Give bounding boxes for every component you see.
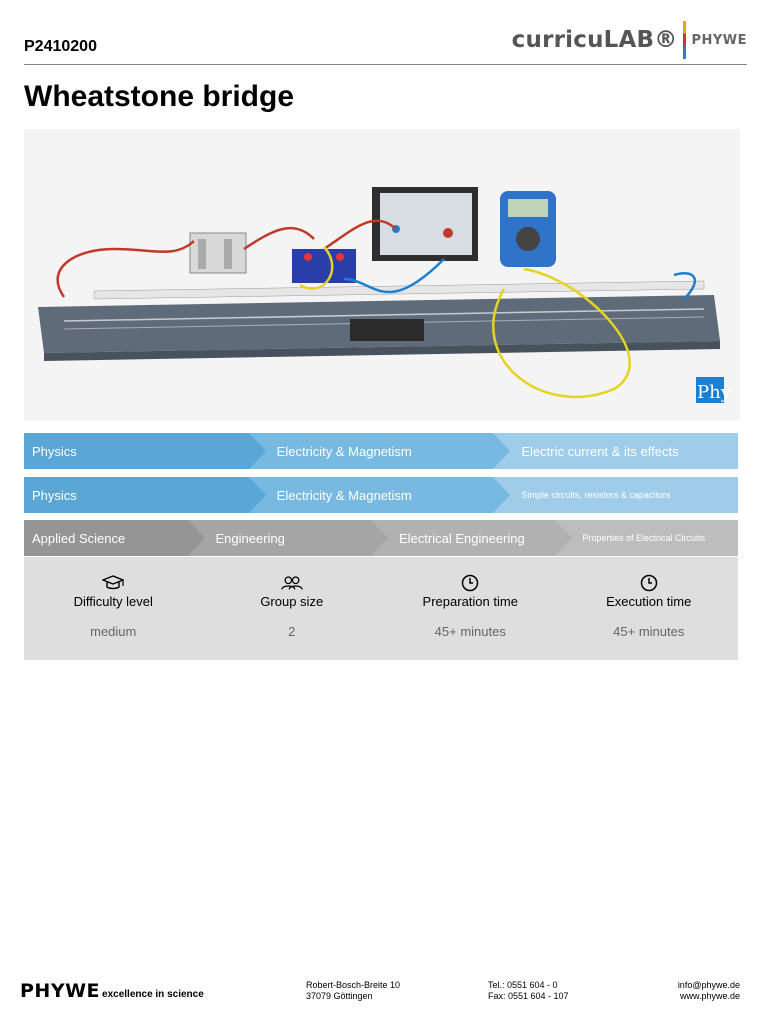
page-title: Wheatstone bridge bbox=[24, 80, 295, 113]
breadcrumb-item[interactable]: Electric current & its effects bbox=[493, 433, 739, 469]
info-label: Difficulty level bbox=[73, 594, 153, 609]
phywe-logo-mark: PHYWE bbox=[20, 980, 101, 1002]
phone-number: Tel.: 0551 604 - 0 bbox=[488, 980, 558, 990]
curriculab-wordmark: curricuLAB® bbox=[511, 27, 678, 53]
breadcrumb-item[interactable]: Engineering bbox=[187, 520, 388, 556]
experiment-setup-illustration: Phy bbox=[38, 187, 732, 403]
breadcrumb-item[interactable]: Properties of Electrical Circuits bbox=[554, 520, 738, 556]
info-preparation-time: Preparation time 45+ minutes bbox=[381, 557, 560, 660]
email-link[interactable]: info@phywe.de bbox=[677, 980, 740, 990]
phywe-wordmark: PHYWE bbox=[691, 32, 747, 48]
category-breadcrumb-2: Physics Electricity & Magnetism Simple c… bbox=[24, 477, 739, 513]
curriculab-logo: curricuLAB® PHYWE bbox=[512, 20, 747, 60]
clock-icon bbox=[459, 574, 481, 592]
breadcrumb-item[interactable]: Electricity & Magnetism bbox=[248, 477, 510, 513]
info-difficulty: Difficulty level medium bbox=[24, 557, 203, 660]
website-link[interactable]: www.phywe.de bbox=[679, 991, 740, 1001]
fax-number: Fax: 0551 604 - 107 bbox=[488, 991, 569, 1001]
footer-phone: Tel.: 0551 604 - 0 Fax: 0551 604 - 107 bbox=[488, 980, 569, 1002]
info-value: medium bbox=[90, 624, 137, 639]
group-icon bbox=[281, 574, 303, 592]
breadcrumb-item[interactable]: Electricity & Magnetism bbox=[248, 433, 510, 469]
breadcrumb-item[interactable]: Simple circuits, resistors & capacitors bbox=[493, 477, 739, 513]
clock-icon bbox=[638, 574, 660, 592]
address-line: 37079 Göttingen bbox=[306, 991, 373, 1001]
experiment-photo: Phy bbox=[24, 129, 740, 421]
header-rule bbox=[24, 64, 747, 65]
info-group-size: Group size 2 bbox=[203, 557, 382, 660]
document-id: P2410200 bbox=[24, 38, 97, 55]
info-execution-time: Execution time 45+ minutes bbox=[560, 557, 739, 660]
info-value: 45+ minutes bbox=[434, 624, 506, 639]
address-line: Robert-Bosch-Breite 10 bbox=[306, 980, 401, 990]
breadcrumb-item[interactable]: Physics bbox=[24, 477, 266, 513]
footer-address: Robert-Bosch-Breite 10 37079 Göttingen bbox=[306, 980, 400, 1002]
info-value: 2 bbox=[288, 624, 296, 639]
breadcrumb-item[interactable]: Applied Science bbox=[24, 520, 204, 556]
info-label: Execution time bbox=[606, 594, 692, 609]
logo-divider bbox=[683, 21, 687, 59]
graduation-cap-icon bbox=[102, 574, 125, 592]
breadcrumb-item[interactable]: Electrical Engineering bbox=[371, 520, 571, 556]
info-label: Group size bbox=[260, 594, 324, 609]
phywe-footer-logo: PHYWE excellence in science bbox=[20, 980, 204, 1002]
phywe-tagline: excellence in science bbox=[102, 989, 204, 1000]
info-value: 45+ minutes bbox=[613, 624, 685, 639]
experiment-info-box: Difficulty level medium Group size 2 Pre… bbox=[24, 557, 738, 660]
category-breadcrumb-3: Applied Science Engineering Electrical E… bbox=[24, 520, 738, 556]
breadcrumb-item[interactable]: Physics bbox=[24, 433, 266, 469]
footer-contact: info@phywe.de www.phywe.de bbox=[678, 980, 740, 1002]
watermark-text: Phy bbox=[697, 382, 732, 403]
category-breadcrumb-1: Physics Electricity & Magnetism Electric… bbox=[24, 433, 739, 469]
info-label: Preparation time bbox=[422, 594, 518, 609]
